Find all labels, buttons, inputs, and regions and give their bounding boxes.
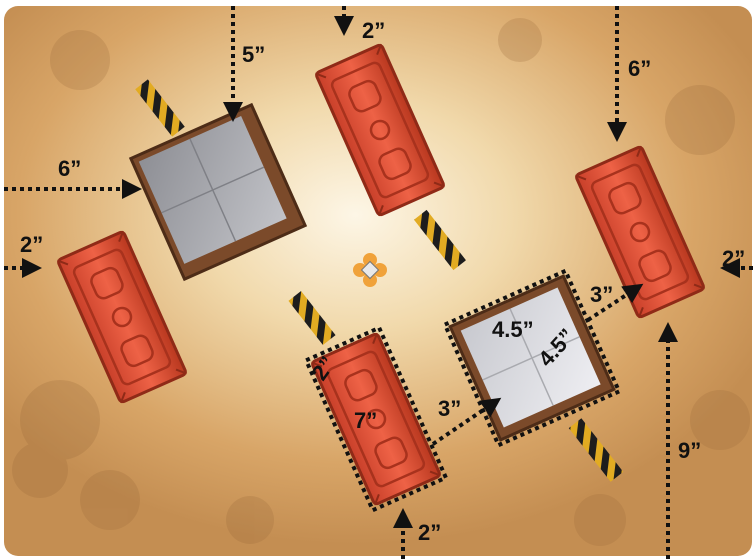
- label-top-center-drop: 2”: [362, 18, 385, 43]
- label-bottom-right: 9”: [678, 438, 701, 463]
- label-right-edge: 2”: [722, 246, 745, 271]
- label-left-lower: 2”: [20, 232, 43, 257]
- label-container-length: 7”: [354, 408, 377, 433]
- label-bunker-width: 4.5”: [492, 317, 534, 342]
- label-bottom-center: 2”: [418, 520, 441, 545]
- label-top-right-drop: 6”: [628, 56, 651, 81]
- label-right-gap: 3”: [590, 282, 613, 307]
- label-center-gap: 3”: [438, 396, 461, 421]
- label-left-upper: 6”: [58, 156, 81, 181]
- label-top-left-drop: 5”: [242, 42, 265, 67]
